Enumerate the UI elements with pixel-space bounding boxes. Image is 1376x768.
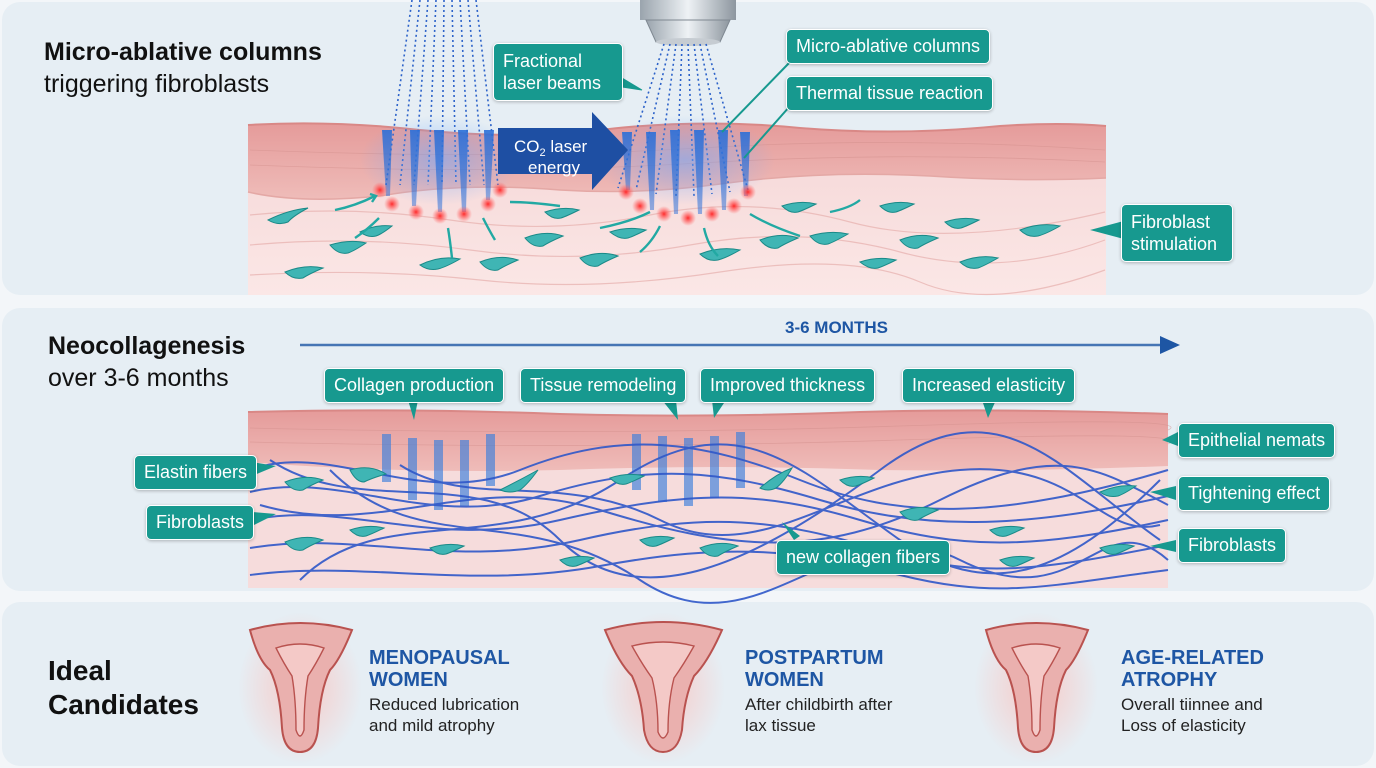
timeline-label: 3-6 MONTHS [785,318,888,337]
candidate-description: After childbirth after lax tissue [745,695,893,735]
fibroblast-cells-1 [266,201,1062,279]
callout-improved-thickness: Improved thickness [700,368,876,403]
callout-pointers-2 [252,400,1178,552]
callout-tightening-effect: Tightening effect [1178,476,1331,511]
candidate-title: MENOPAUSAL WOMEN [369,647,510,691]
callout-tissue-remodeling: Tissue remodeling [520,368,687,403]
callout-fibroblast-stimulation: Fibroblast stimulation [1121,204,1233,262]
panel1-title: Micro-ablative columns triggering fibrob… [44,38,322,98]
candidate-title: AGE-RELATED ATROPHY [1121,647,1264,691]
anatomy-icon-menopausal [238,612,362,764]
callout-elastin-fibers: Elastin fibers [134,455,258,490]
callout-micro-ablative-columns: Micro-ablative columns [786,29,991,64]
callout-fractional-laser-beams: Fractional laser beams [493,43,623,101]
callout-epithelial-nemats: Epithelial nemats [1178,423,1336,458]
candidate-description: Overall tiinnee and Loss of elasticity [1121,695,1263,735]
panel3-title: Ideal Candidates [48,655,199,720]
anatomy-icon-age-related [974,612,1098,764]
svg-text:energy: energy [528,158,580,177]
thermal-hot-spots [372,182,756,226]
callout-fibroblasts-right: Fibroblasts [1178,528,1287,563]
callout-thermal-tissue-reaction: Thermal tissue reaction [786,76,994,111]
fibroblast-stimulation-arrows [334,192,861,259]
panel2-title: Neocollagenesis over 3-6 months [48,332,246,392]
co2-laser-arrow: CO2 laser energy [498,112,628,190]
callout-new-collagen-fibers: new collagen fibers [776,540,951,575]
candidate-title: POSTPARTUM WOMEN [745,647,884,691]
timeline-arrow [300,336,1180,354]
callout-collagen-production: Collagen production [324,368,505,403]
micro-ablative-column-group-1 [382,130,750,214]
callout-fibroblasts-left: Fibroblasts [146,505,255,540]
fibroblast-cells-2 [284,467,1138,567]
laser-handpiece [640,0,736,46]
callout-increased-elasticity: Increased elasticity [902,368,1076,403]
candidate-description: Reduced lubrication and mild atrophy [369,695,520,735]
anatomy-icon-postpartum [601,612,725,764]
svg-text:CO2 laser: CO2 laser [514,137,588,159]
